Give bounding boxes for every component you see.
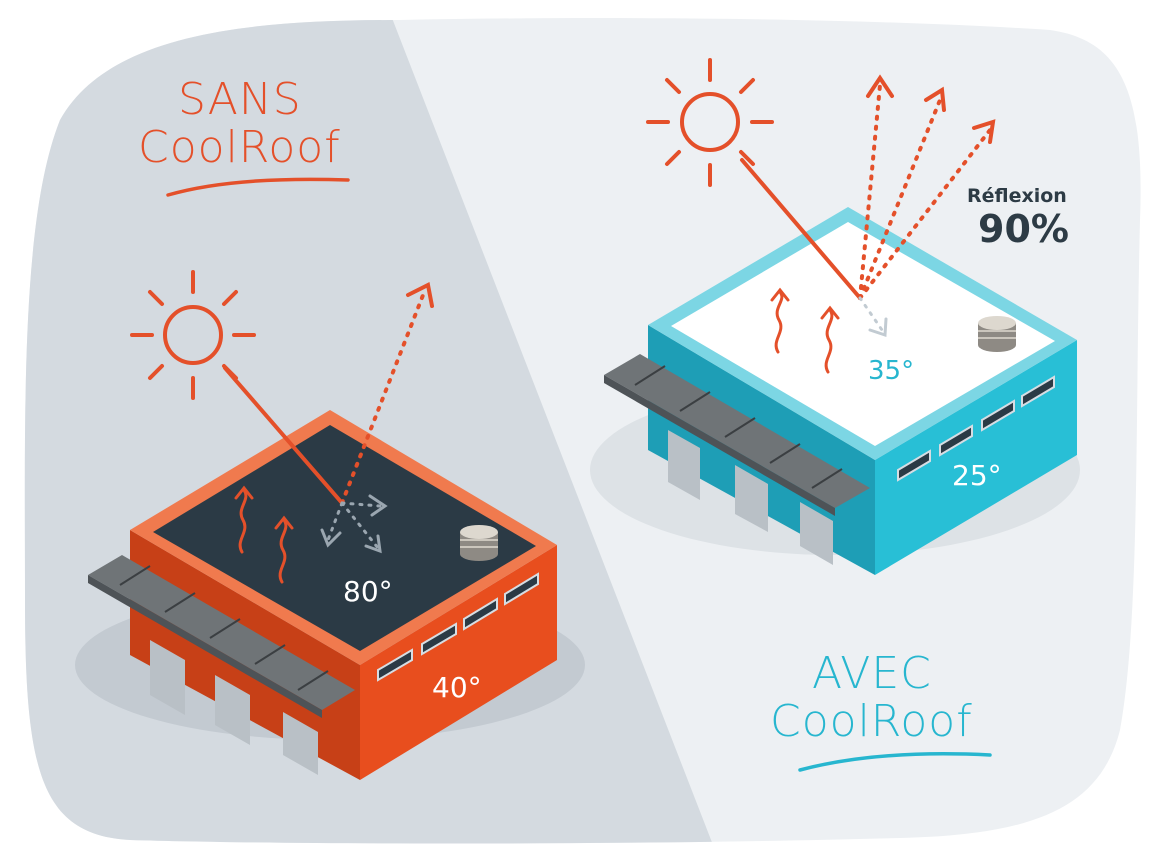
left-title-line1: SANS <box>178 74 302 125</box>
left-roof-temperature: 80° <box>343 575 393 608</box>
right-title-underline <box>798 752 992 772</box>
heat-wave-icon <box>770 287 840 374</box>
left-building-front-wall <box>360 545 557 780</box>
left-building-canopy <box>88 555 355 710</box>
reflection-arrow-icon <box>858 74 996 338</box>
right-building-roof <box>671 222 1055 446</box>
reflection-label: Réflexion <box>967 185 1067 207</box>
right-title-line2: CoolRoof <box>770 696 973 747</box>
right-building <box>590 207 1080 575</box>
right-roof-temperature: 35° <box>868 356 915 386</box>
left-building-windows <box>377 572 539 682</box>
left-title-line2: CoolRoof <box>138 122 341 173</box>
right-building-windows <box>897 375 1055 482</box>
reflection-arrow-icon <box>320 282 434 554</box>
right-building-doors <box>668 430 833 565</box>
right-building-canopy <box>604 354 870 508</box>
left-building-doors <box>150 640 318 775</box>
right-title-line1: AVEC <box>812 648 932 699</box>
left-building <box>75 410 585 780</box>
right-wall-temperature: 25° <box>952 459 1002 492</box>
sun-icon <box>646 58 774 187</box>
roof-vent-icon <box>460 525 498 561</box>
heat-wave-icon <box>234 485 294 584</box>
roof-vent-icon <box>978 316 1016 352</box>
left-wall-temperature: 40° <box>432 671 482 704</box>
left-building-roof <box>153 425 536 651</box>
reflection-value: 90% <box>978 207 1069 251</box>
left-title-underline <box>166 177 350 197</box>
